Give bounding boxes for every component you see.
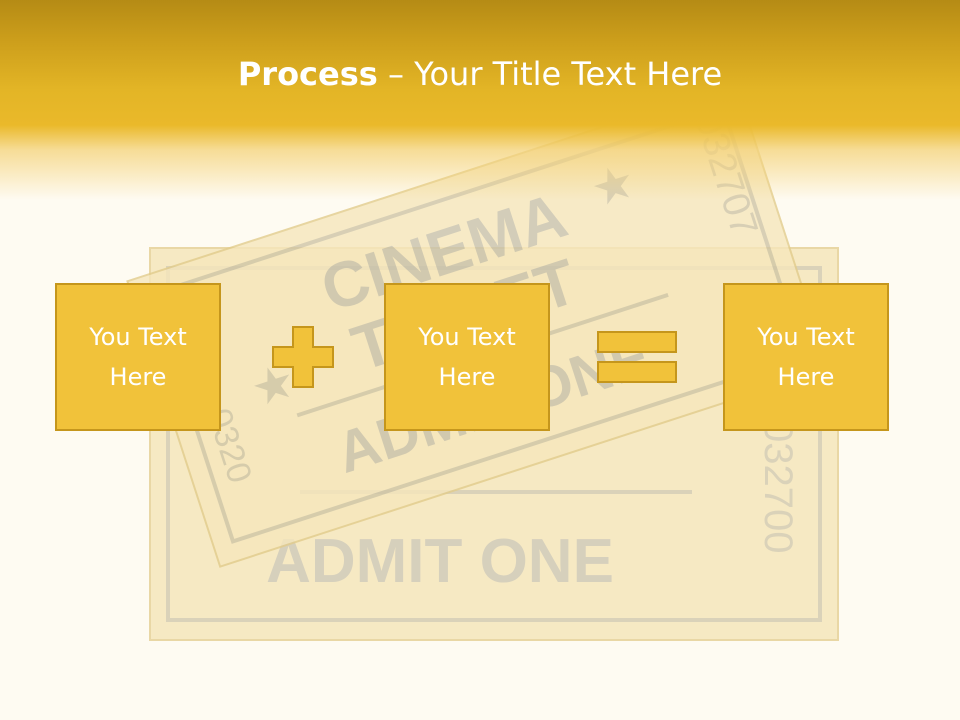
process-box-1-label: You Text Here bbox=[89, 323, 187, 391]
title-rest-part: – Your Title Text Here bbox=[377, 55, 723, 93]
process-box-1[interactable]: You Text Here bbox=[55, 283, 221, 431]
equals-icon bbox=[597, 331, 677, 383]
process-box-2-label: You Text Here bbox=[418, 323, 516, 391]
slide-title: Process – Your Title Text Here bbox=[0, 54, 960, 94]
title-bold-part: Process bbox=[237, 55, 378, 93]
process-box-2[interactable]: You Text Here bbox=[384, 283, 550, 431]
ticket-back-serial: 032700 bbox=[756, 420, 800, 553]
ticket-back-admit-text: ADMIT ONE bbox=[266, 527, 614, 596]
process-box-3[interactable]: You Text Here bbox=[723, 283, 889, 431]
plus-icon bbox=[272, 326, 334, 388]
title-bar bbox=[0, 0, 960, 200]
process-box-3-label: You Text Here bbox=[757, 323, 855, 391]
